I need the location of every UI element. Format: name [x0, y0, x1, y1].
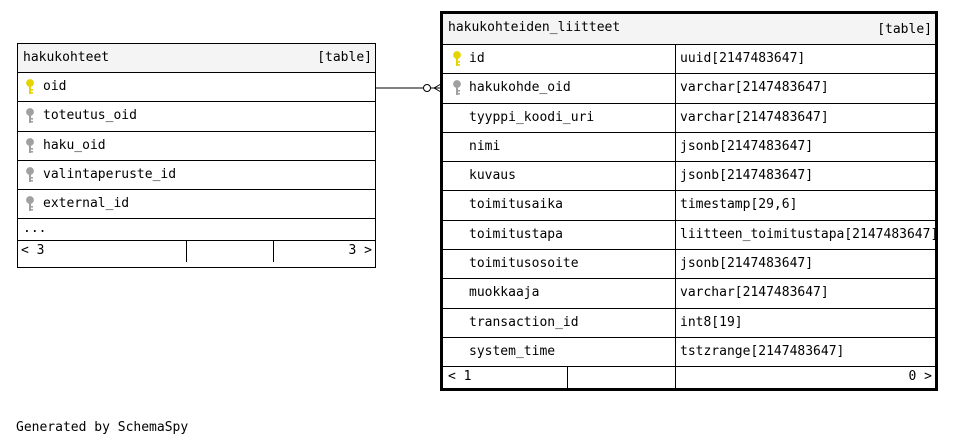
- column-row[interactable]: muokkaaja varchar[2147483647]: [443, 279, 935, 309]
- column-name[interactable]: system_time: [469, 343, 556, 359]
- table-hakukohteet[interactable]: hakukohteet [table] oid toteutus_oid haku_…: [17, 43, 376, 268]
- column-row[interactable]: haku_oid: [18, 132, 375, 161]
- column-type: varchar[2147483647]: [680, 80, 829, 96]
- column-row[interactable]: kuvaus jsonb[2147483647]: [443, 162, 935, 192]
- zero-cardinality-marker: [423, 84, 431, 92]
- child-count[interactable]: 0 >: [908, 369, 932, 385]
- parent-count[interactable]: < 3: [21, 243, 45, 259]
- table-name[interactable]: hakukohteiden_liitteet: [448, 20, 621, 35]
- column-name[interactable]: toteutus_oid: [43, 108, 137, 124]
- column-type: varchar[2147483647]: [680, 109, 829, 125]
- column-row[interactable]: external_id: [18, 190, 375, 220]
- column-type: liitteen_toimitustapa[2147483647]: [680, 226, 939, 242]
- column-type: varchar[2147483647]: [680, 285, 829, 301]
- column-type: timestamp[29,6]: [680, 197, 798, 213]
- table-footer: < 1 0 >: [443, 367, 935, 390]
- table-footer: < 3 3 >: [18, 241, 375, 263]
- column-row[interactable]: transaction_id int8[19]: [443, 308, 935, 338]
- foreign-key-icon: [25, 137, 35, 154]
- child-count[interactable]: 3 >: [348, 243, 372, 259]
- column-name[interactable]: toimitusosoite: [469, 256, 579, 272]
- column-row[interactable]: toimitusosoite jsonb[2147483647]: [443, 250, 935, 280]
- column-name[interactable]: transaction_id: [469, 314, 579, 330]
- table-name[interactable]: hakukohteet: [23, 50, 110, 65]
- column-name[interactable]: muokkaaja: [469, 285, 540, 301]
- column-type: jsonb[2147483647]: [680, 168, 814, 184]
- column-row[interactable]: toteutus_oid: [18, 102, 375, 132]
- column-row[interactable]: nimi jsonb[2147483647]: [443, 132, 935, 163]
- column-row[interactable]: oid: [18, 73, 375, 103]
- column-name[interactable]: toimitusaika: [469, 197, 563, 213]
- column-name[interactable]: nimi: [469, 138, 501, 154]
- foreign-key-icon: [25, 166, 35, 183]
- column-name[interactable]: hakukohde_oid: [469, 80, 571, 96]
- column-type: jsonb[2147483647]: [680, 256, 814, 272]
- column-name[interactable]: id: [469, 51, 485, 66]
- table-type-label: [table]: [877, 22, 932, 37]
- more-columns: ...: [18, 219, 375, 242]
- table-header: hakukohteiden_liitteet [table]: [443, 14, 935, 45]
- table-header: hakukohteet [table]: [18, 44, 375, 73]
- column-name[interactable]: toimitustapa: [469, 226, 563, 242]
- foreign-key-icon: [452, 80, 462, 96]
- column-row[interactable]: valintaperuste_id: [18, 161, 375, 191]
- column-row[interactable]: toimitusaika timestamp[29,6]: [443, 191, 935, 221]
- column-name[interactable]: haku_oid: [43, 137, 106, 153]
- column-row[interactable]: id uuid[2147483647]: [443, 45, 935, 75]
- column-name[interactable]: external_id: [43, 196, 130, 212]
- column-row[interactable]: tyyppi_koodi_uri varchar[2147483647]: [443, 103, 935, 133]
- column-type: jsonb[2147483647]: [680, 138, 814, 154]
- column-name[interactable]: kuvaus: [469, 168, 516, 184]
- column-name[interactable]: tyyppi_koodi_uri: [469, 109, 595, 125]
- column-type: tstzrange[2147483647]: [680, 343, 845, 359]
- table-type-label: [table]: [317, 50, 372, 65]
- parent-count[interactable]: < 1: [448, 369, 472, 385]
- column-type: int8[19]: [680, 314, 743, 330]
- crowfoot-marker: [433, 83, 442, 89]
- foreign-key-icon: [25, 196, 35, 212]
- primary-key-icon: [452, 51, 462, 67]
- primary-key-icon: [25, 79, 35, 95]
- generator-credit: Generated by SchemaSpy: [16, 420, 189, 435]
- foreign-key-icon: [25, 108, 35, 124]
- table-hakukohteiden-liitteet[interactable]: hakukohteiden_liitteet [table] id uuid[21…: [440, 11, 938, 391]
- column-row[interactable]: system_time tstzrange[2147483647]: [443, 337, 935, 368]
- column-name[interactable]: valintaperuste_id: [43, 166, 177, 182]
- column-type: uuid[2147483647]: [680, 51, 806, 66]
- column-row[interactable]: toimitustapa liitteen_toimitustapa[214748…: [443, 220, 939, 251]
- column-name[interactable]: oid: [43, 79, 67, 94]
- column-row[interactable]: hakukohde_oid varchar[2147483647]: [443, 74, 935, 104]
